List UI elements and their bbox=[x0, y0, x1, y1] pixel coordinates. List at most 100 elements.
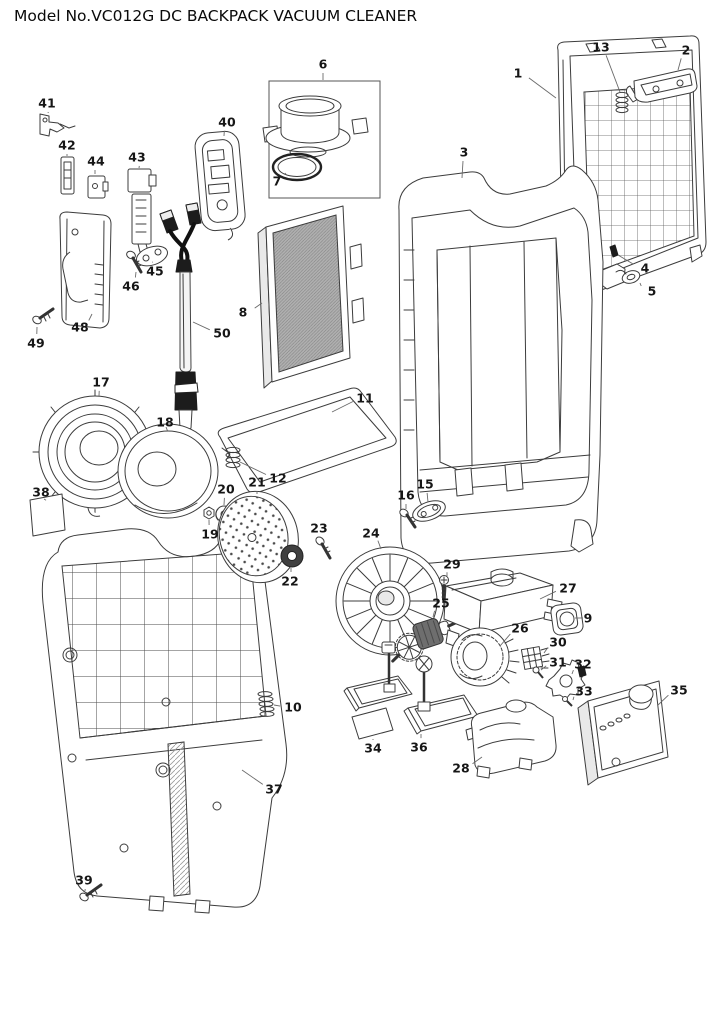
part-number-12: 12 bbox=[269, 471, 286, 486]
leader-line-18 bbox=[165, 426, 168, 431]
part-number-21: 21 bbox=[248, 475, 265, 490]
part-number-7: 7 bbox=[273, 174, 282, 189]
part-number-9: 9 bbox=[584, 611, 593, 626]
part-2-latch-bar bbox=[625, 68, 698, 103]
part-15-clamp bbox=[412, 500, 446, 522]
part-40-side-cover bbox=[194, 130, 246, 241]
part-13-spring bbox=[615, 91, 629, 114]
part-number-13: 13 bbox=[592, 40, 609, 55]
part-44-switch-block bbox=[87, 175, 109, 199]
part-number-25: 25 bbox=[432, 596, 449, 611]
leader-line-37 bbox=[241, 769, 264, 785]
leader-line-46 bbox=[134, 271, 137, 278]
part-number-38: 38 bbox=[32, 485, 49, 500]
leader-line-3 bbox=[461, 160, 464, 179]
part-number-18: 18 bbox=[156, 415, 173, 430]
part-number-40: 40 bbox=[218, 115, 236, 130]
part-42-plate bbox=[60, 156, 75, 195]
part-number-34: 34 bbox=[364, 741, 382, 756]
part-37-front-cover bbox=[41, 528, 288, 914]
part-number-26: 26 bbox=[511, 621, 529, 636]
part-35-side-panel bbox=[577, 680, 669, 786]
part-number-22: 22 bbox=[281, 574, 298, 589]
part-7-o-ring bbox=[271, 152, 323, 182]
leader-line-10 bbox=[273, 704, 281, 707]
part-3-main-housing bbox=[398, 165, 604, 564]
leader-line-48 bbox=[88, 313, 93, 321]
leader-line-33 bbox=[572, 696, 575, 701]
part-29-screw bbox=[439, 575, 449, 600]
part-number-20: 20 bbox=[217, 482, 235, 497]
part-number-30: 30 bbox=[549, 635, 567, 650]
part-45-clamp bbox=[136, 245, 168, 267]
part-number-19: 19 bbox=[201, 527, 218, 542]
part-31-screw bbox=[532, 666, 544, 679]
leader-line-27 bbox=[539, 590, 557, 600]
part-49-screw bbox=[32, 307, 55, 325]
part-number-28: 28 bbox=[452, 761, 469, 776]
part-32-gasket bbox=[545, 659, 587, 700]
part-number-48: 48 bbox=[71, 320, 88, 335]
part-50-cable bbox=[159, 202, 202, 431]
leader-line-2 bbox=[677, 58, 682, 71]
part-number-31: 31 bbox=[549, 655, 566, 670]
part-38-label-sticker bbox=[29, 493, 66, 537]
part-number-6: 6 bbox=[319, 57, 328, 72]
leader-line-32 bbox=[571, 669, 574, 675]
part-number-42: 42 bbox=[58, 138, 75, 153]
part-number-10: 10 bbox=[284, 700, 302, 715]
part-30-terminal-block bbox=[520, 646, 550, 670]
part-5-latch-pad bbox=[598, 263, 641, 290]
part-48-battery-cover bbox=[59, 211, 112, 329]
part-8-filter bbox=[257, 205, 365, 389]
leader-line-1 bbox=[528, 77, 557, 99]
part-27-motor-bracket bbox=[443, 568, 563, 654]
part-sensor-tray bbox=[343, 641, 413, 712]
leader-line-30 bbox=[543, 647, 549, 654]
part-43-switch-assembly bbox=[127, 168, 157, 253]
part-number-1: 1 bbox=[514, 66, 523, 81]
part-number-27: 27 bbox=[559, 581, 576, 596]
part-number-17: 17 bbox=[92, 375, 109, 390]
leader-line-13 bbox=[605, 55, 621, 93]
part-28-motor-housing bbox=[465, 699, 557, 779]
part-number-32: 32 bbox=[574, 657, 591, 672]
leader-line-8 bbox=[254, 302, 263, 309]
part-number-16: 16 bbox=[397, 488, 415, 503]
part-number-50: 50 bbox=[213, 326, 231, 341]
leader-line-38 bbox=[43, 498, 47, 501]
part-number-41: 41 bbox=[38, 96, 55, 111]
part-26-stator bbox=[450, 627, 520, 687]
part-number-33: 33 bbox=[575, 684, 592, 699]
leader-line-4 bbox=[617, 254, 634, 265]
page-title: Model No.VC012G DC BACKPACK VACUUM CLEAN… bbox=[14, 7, 418, 25]
part-6-inlet-cuff-boxed bbox=[262, 80, 381, 199]
part-41-hook bbox=[39, 113, 76, 137]
part-number-45: 45 bbox=[146, 264, 163, 279]
part-number-44: 44 bbox=[87, 154, 105, 169]
part-number-29: 29 bbox=[443, 557, 460, 572]
leader-line-11 bbox=[331, 401, 354, 413]
part-number-43: 43 bbox=[128, 150, 145, 165]
part-23-screw bbox=[315, 536, 332, 560]
part-number-24: 24 bbox=[362, 526, 380, 541]
leader-line-5 bbox=[639, 282, 642, 287]
part-16-screw bbox=[399, 508, 417, 529]
part-10-spring bbox=[257, 691, 275, 717]
part-number-2: 2 bbox=[682, 43, 691, 58]
part-number-23: 23 bbox=[310, 521, 327, 536]
leader-line-35 bbox=[657, 694, 669, 706]
leader-line-15 bbox=[426, 492, 429, 503]
part-46-screw bbox=[126, 250, 143, 274]
leader-line-12 bbox=[239, 461, 267, 475]
part-number-11: 11 bbox=[356, 391, 373, 406]
part-21-baffle-disc bbox=[217, 490, 299, 584]
part-number-15: 15 bbox=[416, 477, 433, 492]
part-19-nut bbox=[203, 506, 215, 520]
part-number-8: 8 bbox=[239, 305, 248, 320]
part-12-spring bbox=[225, 446, 241, 469]
leader-line-7 bbox=[284, 172, 287, 175]
